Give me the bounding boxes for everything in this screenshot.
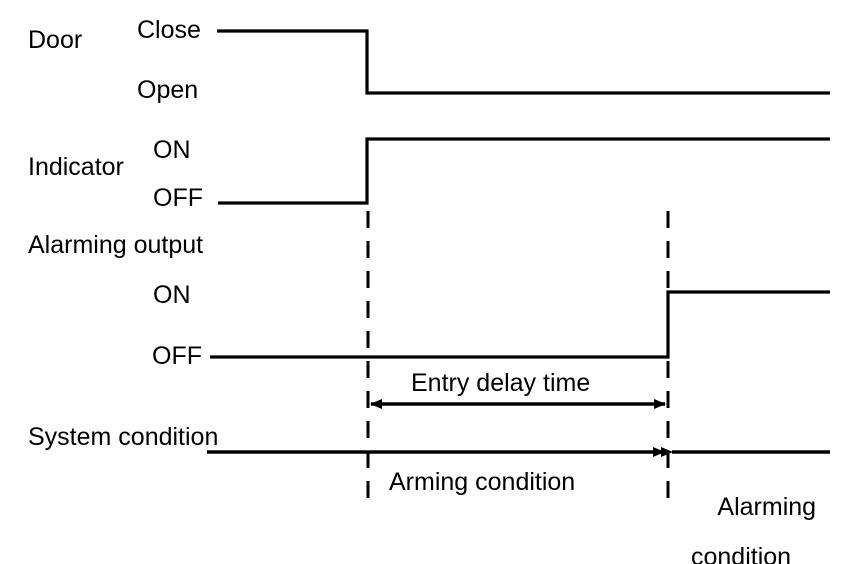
channel-label-alarming-output: Alarming output (28, 231, 204, 259)
waveform-indicator-path (218, 137, 830, 205)
annotation-alarming-condition-line2: condition (691, 543, 792, 564)
annotation-alarming-condition-line1: Alarming (717, 493, 817, 521)
state-label-door-open: Open (137, 76, 199, 104)
annotation-arming-condition: Arming condition (389, 468, 576, 496)
waveform-indicator (218, 137, 830, 205)
state-label-indicator-on: ON (153, 136, 191, 164)
state-label-door-close: Close (137, 16, 201, 44)
channel-label-door: Door (28, 26, 83, 54)
annotation-alarming-condition: Alarming condition (691, 470, 816, 564)
annotation-entry-delay-time: Entry delay time (411, 369, 591, 397)
waveform-alarming-output-path (210, 290, 830, 359)
waveform-alarming-output (210, 290, 830, 359)
state-label-indicator-off: OFF (153, 184, 203, 212)
state-label-alarming-output-on: ON (153, 281, 191, 309)
waveform-door (217, 29, 830, 95)
channel-label-system-condition: System condition (28, 423, 219, 451)
waveform-door-path (217, 29, 830, 95)
channel-label-indicator: Indicator (28, 153, 124, 181)
state-label-alarming-output-off: OFF (152, 342, 202, 370)
